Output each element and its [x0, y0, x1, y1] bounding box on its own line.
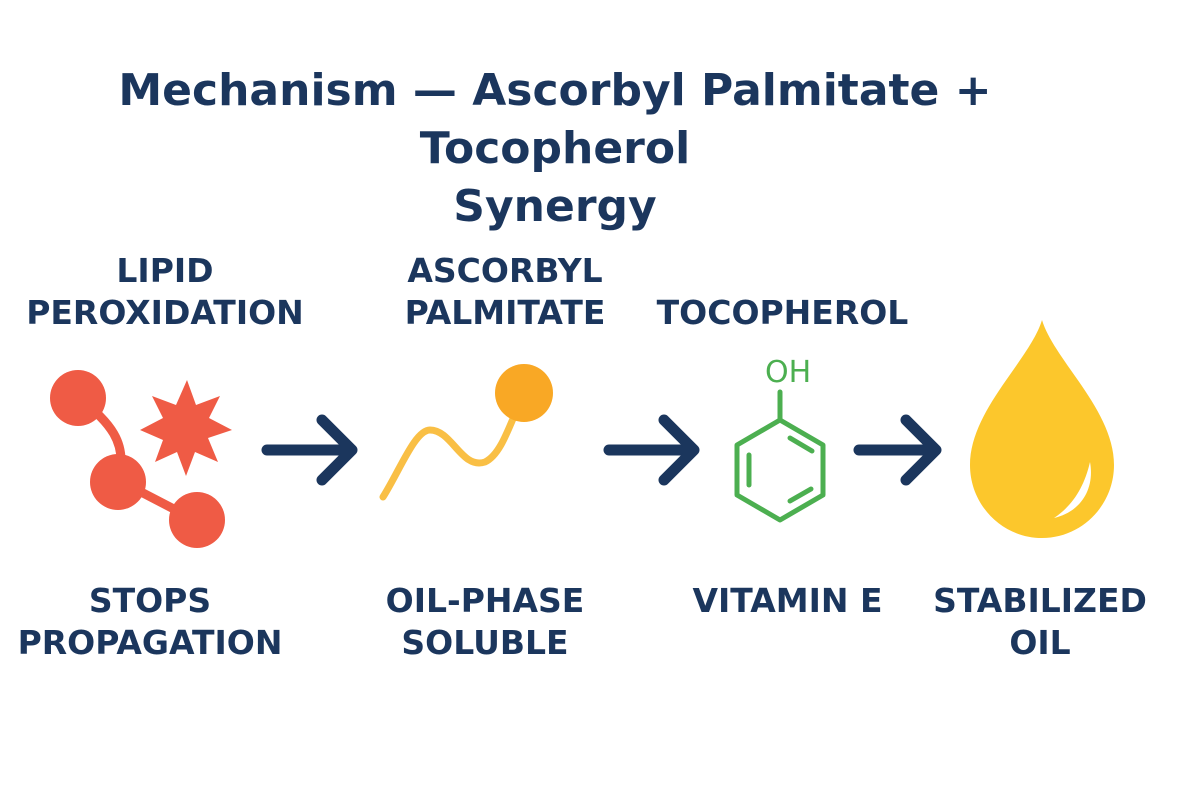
step-2-top-label: ASCORBYL PALMITATE — [365, 250, 645, 334]
drop-highlight — [1054, 462, 1091, 518]
radical-star-icon — [140, 380, 232, 476]
step-1-bottom-line-1: STOPS — [88, 581, 212, 620]
phenol-ring-icon — [734, 389, 826, 523]
step-1-top-label: LIPID PEROXIDATION — [20, 250, 310, 334]
step-4-bottom-line-1: STABILIZED — [933, 581, 1147, 620]
step-1-bottom-label: STOPS PROPAGATION — [10, 580, 290, 664]
title-line-2: Synergy — [453, 181, 657, 232]
step-2-bottom-line-1: OIL-PHASE — [385, 581, 585, 620]
step-1-top-line-1: LIPID — [116, 251, 214, 290]
radical-chain-icon — [50, 370, 232, 548]
atom-circle-2 — [90, 454, 146, 510]
step-3-top-line-1: TOCOPHEROL — [656, 293, 909, 332]
arrow-right-icon — [603, 414, 700, 486]
arrow-right-icon — [853, 414, 942, 486]
step-3-bottom-label: VITAMIN E — [690, 580, 885, 622]
ascorbyl-head-circle — [495, 364, 553, 422]
fatty-acid-tail — [379, 398, 524, 501]
oil-drop-icon — [970, 320, 1114, 538]
drop-shape — [970, 320, 1114, 538]
step-4-bottom-line-2: OIL — [1009, 623, 1071, 662]
step-3-top-label: TOCOPHEROL — [650, 292, 915, 334]
title-line-1: Mechanism — Ascorbyl Palmitate + Tocophe… — [118, 65, 992, 174]
page-title: Mechanism — Ascorbyl Palmitate + Tocophe… — [0, 62, 1110, 236]
atom-circle-1 — [50, 370, 106, 426]
step-1-bottom-line-2: PROPAGATION — [17, 623, 283, 662]
step-2-bottom-label: OIL-PHASE SOLUBLE — [360, 580, 610, 664]
palmitate-chain-icon — [379, 364, 553, 501]
benzene-ring — [734, 417, 826, 523]
step-2-top-line-2: PALMITATE — [404, 293, 606, 332]
hydroxyl-label: OH — [765, 355, 812, 390]
step-2-bottom-line-2: SOLUBLE — [401, 623, 569, 662]
step-1-top-line-2: PEROXIDATION — [26, 293, 304, 332]
arrow-right-icon — [261, 414, 358, 486]
atom-circle-3 — [169, 492, 225, 548]
step-4-bottom-label: STABILIZED OIL — [930, 580, 1150, 664]
step-3-bottom-line-1: VITAMIN E — [692, 581, 883, 620]
step-2-top-line-1: ASCORBYL — [407, 251, 603, 290]
